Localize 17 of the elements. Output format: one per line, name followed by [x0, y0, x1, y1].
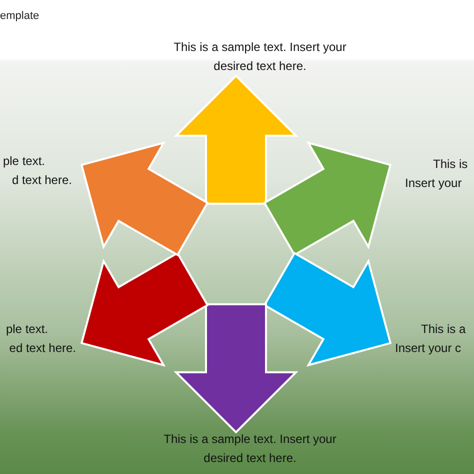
arrow-caption: This is a [421, 321, 467, 338]
arrow-shape [80, 252, 209, 367]
arrow-caption: ple text. [2, 153, 45, 170]
arrow-caption: This is a sample text. Insert your desired text here. [162, 431, 338, 467]
arrow-shape [263, 252, 392, 367]
arrow-caption: d text here. [10, 172, 72, 189]
arrow-shape [174, 74, 298, 205]
arrow-caption: ed text here. [8, 340, 76, 357]
arrow-caption: ple text. [4, 321, 48, 338]
arrow-shape [263, 141, 392, 256]
arrow-caption: This is a sample text. Insert your desired text here. [172, 39, 348, 75]
arrow-shape [80, 141, 209, 256]
arrow-caption: Insert your [405, 175, 463, 192]
arrow-caption: Insert your c [395, 340, 462, 357]
arrow-shape [174, 303, 298, 434]
arrow-caption: This is [433, 156, 469, 173]
slide-title: emplate [0, 10, 40, 22]
